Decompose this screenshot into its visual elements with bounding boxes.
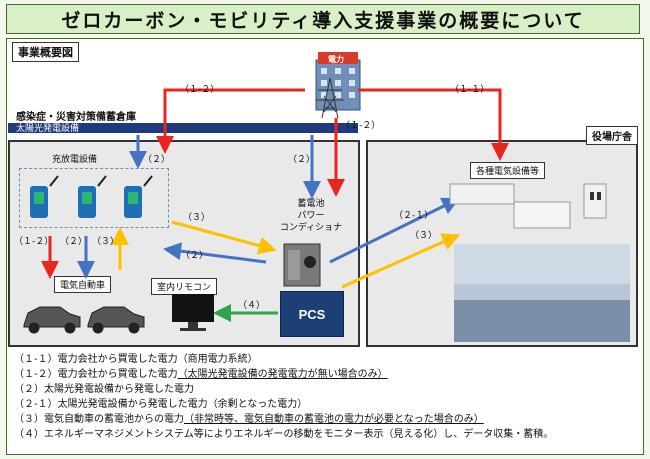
- solar-label: 太陽光発電設備: [16, 124, 80, 134]
- page-title: ゼロカーボン・モビリティ導入支援事業の概要について: [61, 9, 585, 32]
- arrow-1-1: [358, 88, 509, 161]
- label-3-ev: （３）: [92, 237, 120, 247]
- legend-item: （２-１）太陽光発電設備から発電した電力（余剰となった電力）: [14, 397, 639, 412]
- label-1-2-mid: （１-２）: [341, 121, 381, 131]
- monitor-icon: [172, 294, 214, 331]
- appliance-icons: [449, 183, 607, 229]
- legend-note: （非常時等、電気自動車の蓄電池の電力が必要となった場合のみ）: [184, 414, 484, 425]
- arrow-3-office: [341, 233, 461, 289]
- label-2-1: （２-１）: [394, 211, 434, 221]
- legend-item: （１-１）電力会社から買電した電力（商用電力系統）: [14, 352, 639, 367]
- legend-item: （２）太陽光発電設備から発電した電力: [14, 382, 639, 397]
- appliances-label: 各種電気設備等: [470, 162, 546, 179]
- legend-text: （２）太陽光発電設備から発電した電力: [14, 384, 194, 395]
- battery-label: 蓄電池 パワー コンディショナ: [256, 198, 366, 234]
- charger-group: [19, 168, 169, 228]
- transmission-tower-icon: [316, 77, 344, 119]
- charger-label: 充放電設備: [52, 155, 98, 165]
- legend: （１-１）電力会社から買電した電力（商用電力系統） （１-２）電力会社から買電し…: [14, 352, 639, 442]
- label-2-to-charger: （２）: [181, 251, 209, 261]
- arrow-1-2-left: [156, 88, 305, 154]
- label-2-top: （２）: [143, 155, 171, 165]
- legend-text: （３）電気自動車の蓄電池からの電力: [14, 414, 184, 425]
- legend-text: （１-１）電力会社から買電した電力（商用電力系統）: [14, 354, 258, 365]
- label-2-ev: （２）: [60, 237, 88, 247]
- legend-note: （太陽光発電設備の発電電力が無い場合のみ）: [177, 369, 388, 380]
- label-1-2-ev: （１-２）: [14, 237, 54, 247]
- label-3-to-battery: （３）: [183, 213, 211, 223]
- label-1-2-left: （１-２）: [180, 85, 220, 95]
- arrow-2-1: [329, 197, 461, 264]
- office-interior-image: [454, 244, 630, 342]
- legend-text: （１-２）電力会社から買電した電力: [14, 369, 178, 380]
- title-bar: ゼロカーボン・モビリティ導入支援事業の概要について: [6, 4, 640, 34]
- legend-item: （１-２）電力会社から買電した電力（太陽光発電設備の発電電力が無い場合のみ）: [14, 367, 639, 382]
- label-2-battery: （２）: [288, 155, 316, 165]
- battery-label-line3: コンディショナ: [279, 223, 343, 233]
- battery-label-line1: 蓄電池: [297, 199, 325, 209]
- section-label: 事業概要図: [12, 42, 79, 62]
- legend-text: （４）エネルギーマネジメントシステム等によりエネルギーの移動をモニター表示（見え…: [14, 429, 554, 440]
- label-3-office: （３）: [410, 231, 438, 241]
- label-1-1: （１-１）: [450, 85, 490, 95]
- legend-item: （４）エネルギーマネジメントシステム等によりエネルギーの移動をモニター表示（見え…: [14, 427, 639, 442]
- label-4: （４）: [238, 301, 266, 311]
- electric-car-icons: [23, 306, 145, 334]
- warehouse-label: 感染症・災害対策備蓄倉庫: [16, 112, 136, 123]
- pcs-unit: PCS: [280, 291, 344, 337]
- solar-panel-bar: [8, 123, 358, 133]
- arrow-3-to-battery: [171, 220, 277, 255]
- battery-unit-icon: [283, 243, 321, 287]
- arrow-2-to-charger: [163, 242, 267, 264]
- legend-item: （３）電気自動車の蓄電池からの電力（非常時等、電気自動車の蓄電池の電力が必要とな…: [14, 412, 639, 427]
- battery-label-line2: パワー: [297, 211, 325, 221]
- power-company-icon: [315, 52, 361, 111]
- charger-icons: [30, 175, 153, 218]
- pcs-label: PCS: [298, 306, 326, 322]
- power-company-label: 電力: [328, 55, 344, 64]
- office-label: 役場庁舎: [586, 126, 638, 145]
- legend-text: （２-１）太陽光発電設備から発電した電力（余剰となった電力）: [14, 399, 308, 410]
